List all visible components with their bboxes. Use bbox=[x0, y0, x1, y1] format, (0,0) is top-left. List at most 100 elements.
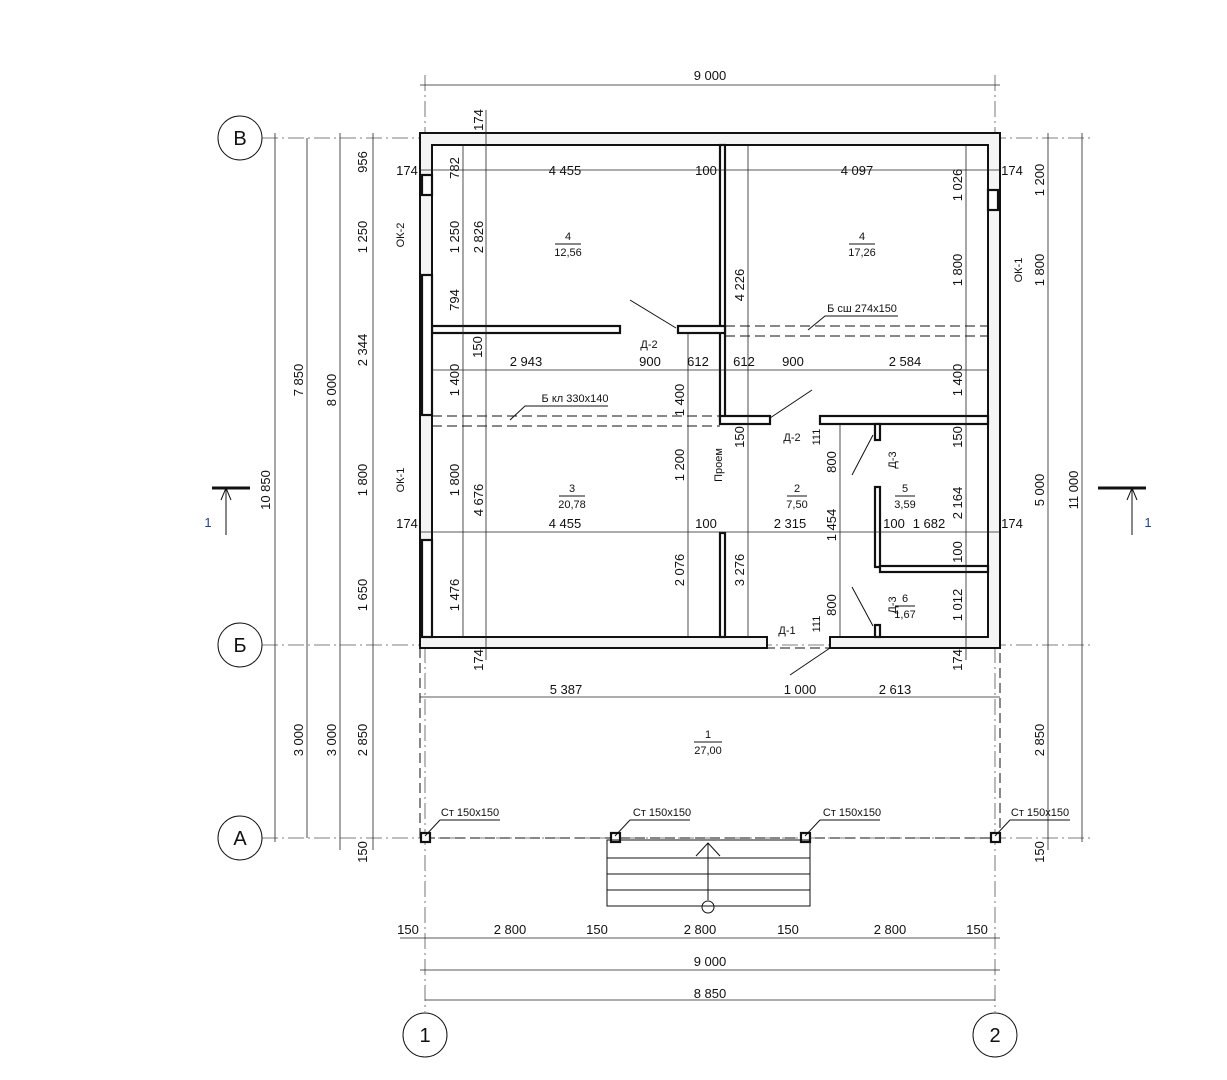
svg-text:27,00: 27,00 bbox=[694, 745, 722, 757]
svg-text:1: 1 bbox=[705, 729, 711, 741]
axis-label: 1 bbox=[419, 1025, 430, 1047]
svg-text:20,78: 20,78 bbox=[558, 499, 586, 511]
svg-text:1 000: 1 000 bbox=[784, 682, 817, 697]
svg-text:2 800: 2 800 bbox=[684, 922, 717, 937]
svg-text:1 012: 1 012 bbox=[950, 589, 965, 622]
svg-text:Д-3: Д-3 bbox=[887, 596, 899, 613]
svg-text:Проем: Проем bbox=[713, 448, 725, 482]
svg-text:174: 174 bbox=[1001, 163, 1023, 178]
svg-text:150: 150 bbox=[586, 922, 608, 937]
svg-text:4: 4 bbox=[565, 231, 571, 243]
section-label: 1 bbox=[204, 515, 211, 530]
svg-text:Ст 150х150: Ст 150х150 bbox=[633, 807, 691, 819]
stairs bbox=[606, 839, 811, 914]
room-tag: 412,56 bbox=[554, 231, 582, 259]
svg-text:8 850: 8 850 bbox=[694, 986, 727, 1001]
axis-bubble-2: 2 bbox=[972, 1012, 1018, 1058]
svg-text:2 800: 2 800 bbox=[874, 922, 907, 937]
doors bbox=[629, 299, 874, 676]
svg-text:174: 174 bbox=[396, 516, 418, 531]
svg-text:4: 4 bbox=[859, 231, 865, 243]
columns bbox=[419, 831, 1002, 844]
axis-bubble-b: Б bbox=[217, 622, 263, 668]
stairs-start-icon bbox=[701, 900, 715, 914]
svg-text:111: 111 bbox=[811, 616, 823, 633]
room-tag: 61,67 bbox=[894, 593, 915, 621]
svg-text:1 026: 1 026 bbox=[950, 169, 965, 202]
axis-label: А bbox=[233, 828, 247, 850]
room-tag: 127,00 bbox=[694, 729, 722, 757]
svg-text:800: 800 bbox=[824, 451, 839, 473]
svg-text:1 200: 1 200 bbox=[672, 449, 687, 482]
svg-text:Д-3: Д-3 bbox=[887, 451, 899, 468]
walls bbox=[419, 132, 1001, 649]
svg-text:9 000: 9 000 bbox=[694, 954, 727, 969]
svg-text:Д-1: Д-1 bbox=[778, 625, 795, 637]
svg-text:5: 5 bbox=[902, 483, 908, 495]
room-tag: 417,26 bbox=[848, 231, 876, 259]
svg-text:3,59: 3,59 bbox=[894, 499, 915, 511]
svg-text:10 850: 10 850 bbox=[258, 470, 273, 510]
section-mark-right: 1 bbox=[1098, 486, 1152, 535]
room-tag: 27,50 bbox=[786, 483, 807, 511]
svg-text:150: 150 bbox=[397, 922, 419, 937]
svg-text:Ст 150х150: Ст 150х150 bbox=[1011, 807, 1069, 819]
svg-text:1 200: 1 200 bbox=[1032, 164, 1047, 197]
section-label: 1 bbox=[1144, 515, 1151, 530]
svg-text:5 000: 5 000 bbox=[1032, 474, 1047, 507]
svg-text:100: 100 bbox=[695, 516, 717, 531]
svg-text:3: 3 bbox=[569, 483, 575, 495]
svg-text:3 000: 3 000 bbox=[291, 724, 306, 757]
svg-text:Ст 150х150: Ст 150х150 bbox=[441, 807, 499, 819]
dimension-texts-vertical: 956 1 250 2 344 1 800 1 650 2 850 150 8 … bbox=[258, 109, 1081, 863]
svg-text:150: 150 bbox=[966, 922, 988, 937]
svg-text:8 000: 8 000 bbox=[324, 374, 339, 407]
svg-text:900: 900 bbox=[639, 354, 661, 369]
axis-bubble-a: А bbox=[217, 815, 263, 861]
svg-text:6: 6 bbox=[902, 593, 908, 605]
dimension-lines bbox=[274, 84, 1083, 1001]
svg-text:794: 794 bbox=[447, 289, 462, 311]
svg-text:2 943: 2 943 bbox=[510, 354, 543, 369]
svg-text:782: 782 bbox=[447, 157, 462, 179]
room-tag: 320,78 bbox=[558, 483, 586, 511]
svg-text:174: 174 bbox=[396, 163, 418, 178]
svg-text:2 584: 2 584 bbox=[889, 354, 922, 369]
svg-text:2 164: 2 164 bbox=[950, 487, 965, 520]
svg-text:Д-2: Д-2 bbox=[640, 339, 657, 351]
svg-text:612: 612 bbox=[687, 354, 709, 369]
svg-text:1 250: 1 250 bbox=[447, 221, 462, 254]
svg-text:2 850: 2 850 bbox=[1032, 724, 1047, 757]
svg-text:3 000: 3 000 bbox=[324, 724, 339, 757]
axis-label: В bbox=[233, 128, 246, 150]
svg-text:174: 174 bbox=[471, 109, 486, 131]
section-mark-left: 1 bbox=[204, 486, 250, 535]
svg-text:7 850: 7 850 bbox=[291, 364, 306, 397]
svg-text:4 676: 4 676 bbox=[471, 484, 486, 517]
svg-text:Ст 150х150: Ст 150х150 bbox=[823, 807, 881, 819]
svg-text:2 850: 2 850 bbox=[355, 724, 370, 757]
svg-text:ОК-1: ОК-1 bbox=[395, 468, 407, 493]
svg-text:1 250: 1 250 bbox=[355, 221, 370, 254]
svg-text:Б сш 274х150: Б сш 274х150 bbox=[827, 303, 897, 315]
svg-text:1 650: 1 650 bbox=[355, 579, 370, 612]
svg-text:150: 150 bbox=[470, 336, 485, 358]
svg-text:150: 150 bbox=[1032, 841, 1047, 863]
svg-text:174: 174 bbox=[471, 649, 486, 671]
svg-text:1 682: 1 682 bbox=[913, 516, 946, 531]
svg-text:4 455: 4 455 bbox=[549, 516, 582, 531]
annotations: Проем Д-2 Д-2 Д-1 Д-3 Д-3 ОК-2 ОК-1 ОК-1… bbox=[395, 223, 1070, 837]
svg-text:11 000: 11 000 bbox=[1066, 471, 1081, 510]
svg-text:150: 150 bbox=[732, 426, 747, 448]
svg-text:ОК-1: ОК-1 bbox=[1013, 258, 1025, 283]
svg-text:2 315: 2 315 bbox=[774, 516, 807, 531]
svg-text:2: 2 bbox=[794, 483, 800, 495]
svg-text:ОК-2: ОК-2 bbox=[395, 223, 407, 248]
svg-text:2 826: 2 826 bbox=[471, 221, 486, 254]
svg-text:2 076: 2 076 bbox=[672, 554, 687, 587]
svg-text:17,26: 17,26 bbox=[848, 247, 876, 259]
axis-label: Б bbox=[233, 635, 246, 657]
axis-bubble-1: 1 bbox=[402, 1012, 448, 1058]
svg-text:Б кл 330х140: Б кл 330х140 bbox=[542, 393, 609, 405]
